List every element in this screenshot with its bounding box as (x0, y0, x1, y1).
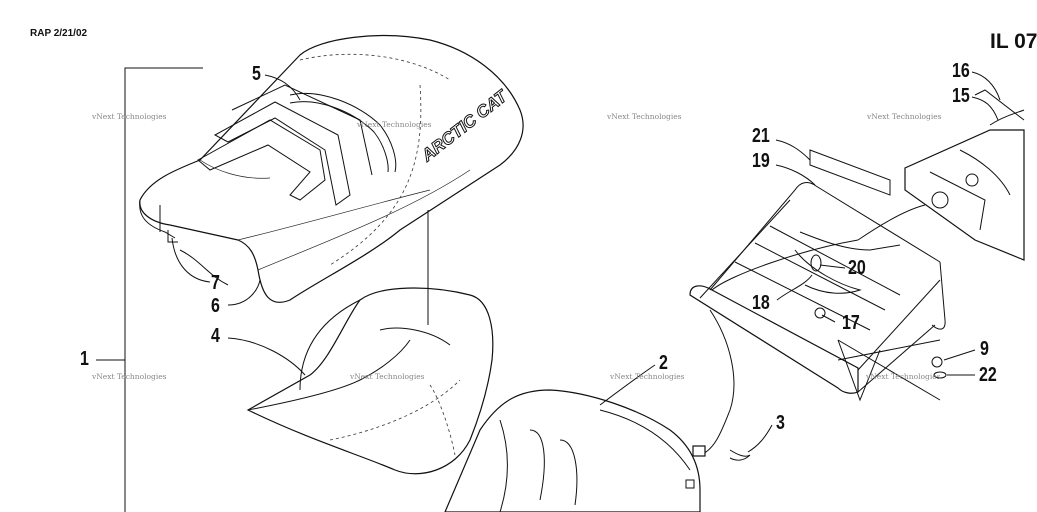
callout-7: 7 (211, 272, 220, 294)
callout-18: 18 (752, 292, 770, 314)
watermark: vNext Technologies (92, 112, 167, 121)
watermark: vNext Technologies (92, 372, 167, 381)
watermark: vNext Technologies (357, 120, 432, 129)
seat-cover (139, 35, 524, 303)
date-code: RAP 2/21/02 (30, 28, 88, 39)
assembly-bracket (96, 67, 203, 512)
callout-17: 17 (842, 312, 860, 334)
callout-9: 9 (980, 338, 989, 360)
watermark: vNext Technologies (867, 112, 942, 121)
callout-4: 4 (211, 325, 220, 347)
watermark: vNext Technologies (610, 372, 685, 381)
callout-3: 3 (776, 412, 785, 434)
decal-strip (809, 149, 891, 196)
wire-harness (692, 204, 926, 461)
taillight-assembly (904, 89, 1025, 261)
callout-15: 15 (952, 85, 970, 107)
callout-16: 16 (952, 60, 970, 82)
watermark: vNext Technologies (866, 372, 941, 381)
seat-frame (689, 182, 946, 394)
page-id: IL 07 (990, 30, 1037, 53)
callout-1: 1 (80, 348, 89, 370)
callout-2: 2 (659, 352, 668, 374)
seat-foam (246, 287, 494, 475)
leader-lines (179, 71, 1001, 453)
callout-6: 6 (211, 295, 220, 317)
watermark: vNext Technologies (350, 372, 425, 381)
callout-22: 22 (979, 364, 997, 386)
callout-19: 19 (752, 150, 770, 172)
seat-base (444, 389, 701, 512)
callout-5: 5 (252, 63, 261, 85)
hardware (810, 254, 947, 402)
callout-20: 20 (848, 257, 866, 279)
callout-21: 21 (752, 125, 770, 147)
watermark: vNext Technologies (607, 112, 682, 121)
